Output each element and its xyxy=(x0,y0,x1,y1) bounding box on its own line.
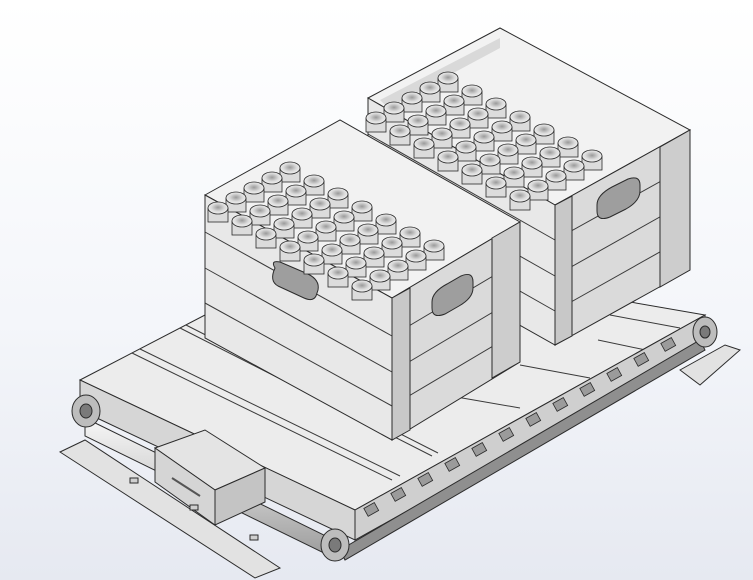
bottle-top xyxy=(383,101,405,115)
bottle-top xyxy=(467,107,489,121)
bottle-top xyxy=(479,153,501,167)
bottle-top xyxy=(515,133,537,147)
bottle-top xyxy=(381,236,403,250)
bottle-top xyxy=(315,220,337,234)
bottle-top xyxy=(339,233,361,247)
bottle-top xyxy=(243,181,265,195)
bottle-top xyxy=(225,191,247,205)
bottle-top xyxy=(563,159,585,173)
bottle-top xyxy=(267,194,289,208)
bottle-top xyxy=(413,137,435,151)
bottle-top xyxy=(333,210,355,224)
bottle-top xyxy=(485,176,507,190)
base-plate xyxy=(58,439,282,579)
base-plate-right xyxy=(679,344,741,386)
bottle-top xyxy=(443,94,465,108)
bottle-top xyxy=(485,97,507,111)
bottle-top xyxy=(521,156,543,170)
bottle-top xyxy=(509,110,531,124)
bottle-top xyxy=(491,120,513,134)
bottle-top xyxy=(279,240,301,254)
crate-front-bottles xyxy=(207,161,445,301)
bottle-top xyxy=(557,136,579,150)
bottle-top xyxy=(401,91,423,105)
gear-motor xyxy=(153,429,267,526)
bottle-top xyxy=(321,243,343,257)
bottle-top xyxy=(387,259,409,273)
bottle-top xyxy=(327,187,349,201)
bottle-top xyxy=(425,104,447,118)
bottle-top xyxy=(261,171,283,185)
bottle-top xyxy=(539,146,561,160)
bottle-top xyxy=(431,127,453,141)
bottle-top xyxy=(581,149,603,163)
bottle-top xyxy=(545,169,567,183)
bottle-top xyxy=(207,201,229,215)
bottle-top xyxy=(389,124,411,138)
bottle-top xyxy=(455,140,477,154)
drive-chain xyxy=(363,337,677,517)
bottle-top xyxy=(365,111,387,125)
motor-label-plate xyxy=(171,477,201,497)
crate-front-handle-side xyxy=(431,274,474,316)
bottle-top xyxy=(527,179,549,193)
bottle-top xyxy=(231,214,253,228)
bottle-top xyxy=(509,189,531,203)
bottle-top xyxy=(255,227,277,241)
frame-legs xyxy=(129,477,259,541)
bottle-top xyxy=(297,230,319,244)
bottle-top xyxy=(375,213,397,227)
bottle-top xyxy=(357,223,379,237)
bottle-top xyxy=(497,143,519,157)
bottle-top xyxy=(461,84,483,98)
bottle-top xyxy=(437,150,459,164)
bottle-top xyxy=(249,204,271,218)
bottle-top xyxy=(303,174,325,188)
bottle-top xyxy=(399,226,421,240)
bottle-top xyxy=(533,123,555,137)
crate-rear-bottles xyxy=(365,71,603,211)
bottle-top xyxy=(285,184,307,198)
bottle-top xyxy=(351,200,373,214)
bottle-top xyxy=(461,163,483,177)
bottle-top xyxy=(327,266,349,280)
bottle-top xyxy=(309,197,331,211)
bottle-top xyxy=(407,114,429,128)
bottle-top xyxy=(437,71,459,85)
bottle-top xyxy=(303,253,325,267)
bottle-top xyxy=(369,269,391,283)
crate-rear-handle xyxy=(596,177,641,219)
bottle-top xyxy=(405,249,427,263)
bottle-top xyxy=(273,217,295,231)
bottle-top xyxy=(345,256,367,270)
bottle-top xyxy=(419,81,441,95)
bottle-top xyxy=(351,279,373,293)
bottle-top xyxy=(503,166,525,180)
bottle-top xyxy=(449,117,471,131)
bottle-top xyxy=(279,161,301,175)
bottle-top xyxy=(423,239,445,253)
bottle-top xyxy=(363,246,385,260)
crate-front-handle-front xyxy=(272,261,319,301)
bottle-top xyxy=(473,130,495,144)
bottle-top xyxy=(291,207,313,221)
